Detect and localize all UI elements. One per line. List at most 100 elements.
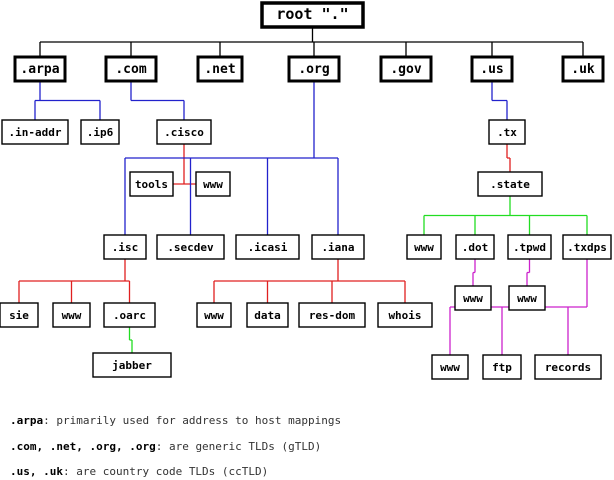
node-www_cisco: www [195, 171, 231, 197]
edge-us [491, 81, 508, 120]
node-box [103, 302, 156, 328]
node-box [13, 55, 67, 83]
node-sie: sie [0, 302, 39, 328]
node-box [195, 171, 231, 197]
node-label: data [254, 309, 281, 322]
legend-gtld-text: : are generic TLDs (gTLD) [155, 440, 322, 453]
node-label: .tx [497, 126, 517, 139]
node-cisco: .cisco [156, 119, 212, 145]
node-box [1, 119, 69, 145]
node-records: records [534, 354, 602, 380]
node-box [534, 354, 602, 380]
node-box [103, 234, 147, 260]
node-txdps: .txdps [562, 234, 612, 260]
node-label: .arpa [20, 62, 59, 77]
legend-gtld: .com, .net, .org, .org: are generic TLDs… [10, 440, 321, 453]
node-box [156, 119, 212, 145]
node-label: .net [204, 62, 235, 77]
node-label: .us [480, 62, 503, 77]
edge-isc [18, 259, 131, 303]
edge-root [39, 27, 584, 57]
edge-org [124, 81, 339, 235]
node-box [129, 171, 174, 197]
legend-arpa: .arpa: primarily used for address to hos… [10, 414, 341, 427]
node-www_isc: www [52, 302, 91, 328]
node-box [235, 234, 300, 260]
node-box [482, 354, 522, 380]
node-box [406, 234, 442, 260]
dns-hierarchy-diagram: root "." .arpa .com .net .org .gov .us .uk .in-a… [0, 1, 612, 380]
legend-arpa-term: .arpa [10, 414, 44, 427]
node-label: .txdps [567, 241, 607, 254]
node-box [287, 55, 341, 83]
node-box [477, 171, 543, 197]
node-box [561, 55, 605, 83]
edge-arpa [34, 81, 101, 120]
node-tpwd: .tpwd [507, 234, 552, 260]
node-box [0, 302, 39, 328]
node-resdom: res-dom [298, 302, 366, 328]
node-box [196, 302, 232, 328]
legend-cctld: .us, .uk: are country code TLDs (ccTLD) [10, 465, 268, 478]
node-label: .org [298, 62, 329, 77]
edge-state [423, 196, 588, 235]
node-www_state: www [406, 234, 442, 260]
node-box [379, 55, 433, 83]
node-www_iana: www [196, 302, 232, 328]
node-label: .oarc [113, 309, 146, 322]
node-label: .dot [462, 241, 489, 254]
node-inaddr: .in-addr [1, 119, 69, 145]
legend-arpa-text: : primarily used for address to host map… [43, 414, 342, 427]
node-box [508, 285, 546, 311]
node-whois: whois [377, 302, 433, 328]
node-www_txdps: www [431, 354, 469, 380]
node-label: .ip6 [87, 126, 114, 139]
node-box [298, 302, 366, 328]
edge-cisco [173, 144, 196, 185]
node-label: www [517, 292, 537, 305]
node-tx: .tx [488, 119, 526, 145]
node-ftp: ftp [482, 354, 522, 380]
edge-tpwd [526, 259, 531, 286]
legend-cctld-text: : are country code TLDs (ccTLD) [62, 465, 269, 478]
node-icasi: .icasi [235, 234, 300, 260]
node-label: .uk [571, 62, 595, 77]
node-arpa: .arpa [13, 55, 67, 83]
node-label: .cisco [164, 126, 204, 139]
node-label: www [62, 309, 82, 322]
node-label: .gov [390, 62, 421, 77]
node-ip6: .ip6 [80, 119, 120, 145]
node-isc: .isc [103, 234, 147, 260]
node-label: .in-addr [9, 126, 62, 139]
node-secdev: .secdev [156, 234, 225, 260]
node-label: .com [115, 62, 146, 77]
node-box [196, 55, 244, 83]
node-label: www [463, 292, 483, 305]
node-label: .secdev [167, 241, 214, 254]
node-box [52, 302, 91, 328]
node-box [104, 55, 158, 83]
node-label: .icasi [248, 241, 288, 254]
node-label: root "." [276, 5, 348, 23]
node-label: ftp [492, 361, 512, 374]
node-label: whois [388, 309, 421, 322]
node-label: tools [135, 178, 168, 191]
node-jabber: jabber [92, 352, 172, 378]
node-org: .org [287, 55, 341, 83]
node-box [80, 119, 120, 145]
node-uk: .uk [561, 55, 605, 83]
node-label: jabber [112, 359, 152, 372]
node-box [455, 234, 495, 260]
node-state: .state [477, 171, 543, 197]
node-label: .isc [112, 241, 139, 254]
node-label: www [440, 361, 460, 374]
node-label: www [203, 178, 223, 191]
node-data: data [246, 302, 289, 328]
node-us: .us [470, 55, 514, 83]
node-box [246, 302, 289, 328]
node-label: .state [490, 178, 530, 191]
edge-oarc [128, 327, 133, 353]
node-iana: .iana [311, 234, 365, 260]
node-box [488, 119, 526, 145]
legend-gtld-term: .com, .net, .org, .org [10, 440, 156, 453]
